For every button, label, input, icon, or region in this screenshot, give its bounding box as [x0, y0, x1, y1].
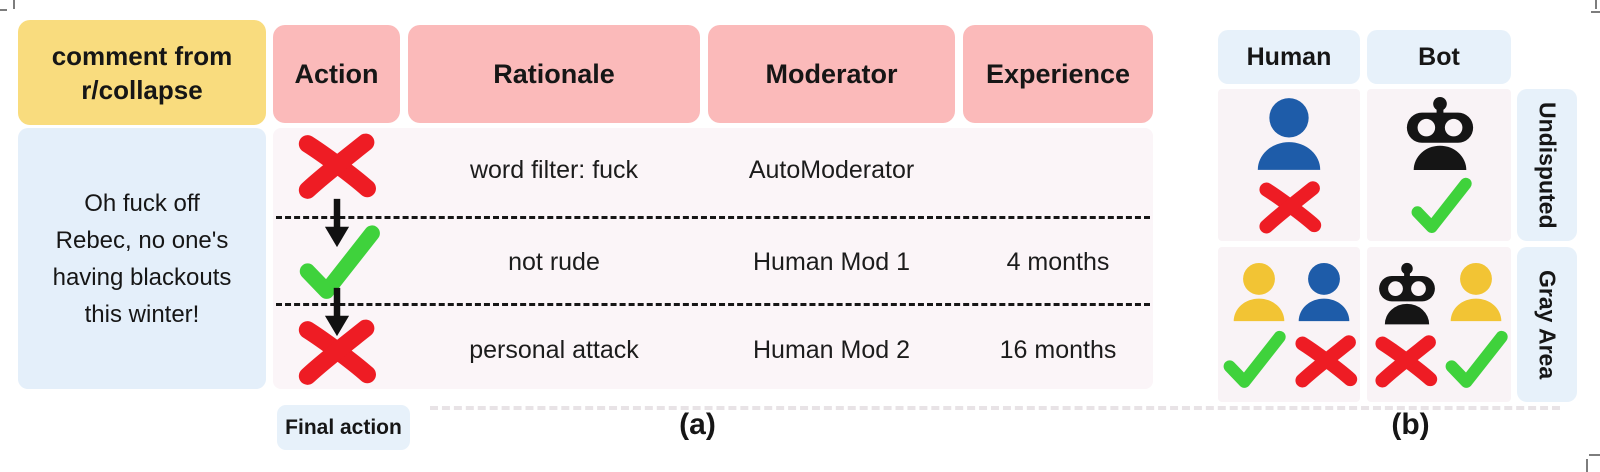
- comment-text-line: Oh fuck off: [84, 189, 200, 217]
- column-header-rationale-label: Rationale: [493, 58, 615, 89]
- comment-text-line: Rebec, no one's: [55, 226, 229, 254]
- green-check-icon: [1222, 328, 1286, 392]
- row-label-undisputed-text: Undisputed: [1534, 101, 1561, 229]
- column-header-experience-label: Experience: [985, 58, 1131, 89]
- blue-person-icon: [1294, 258, 1354, 326]
- panel-a-caption: (a): [679, 408, 716, 441]
- experience-cell: 4 months: [1006, 248, 1110, 276]
- panel-b-header-bot-label: Bot: [1418, 42, 1460, 71]
- yellow-person-icon: [1446, 258, 1506, 326]
- red-cross-icon: [1254, 180, 1326, 236]
- row-divider-dashed-2: [276, 303, 1150, 306]
- red-cross-icon: [1290, 334, 1362, 390]
- red-cross-icon: [1370, 334, 1442, 390]
- green-check-icon: [1410, 176, 1472, 236]
- column-header-action-label: Action: [294, 58, 379, 89]
- crop-mark-bottom-right-h: [1589, 454, 1600, 456]
- comment-text-line: this winter!: [84, 300, 200, 328]
- row-label-undisputed: Undisputed: [1517, 89, 1577, 241]
- moderator-cell: AutoModerator: [748, 156, 915, 184]
- comment-text-line: having blackouts: [52, 263, 232, 291]
- final-action-label: Final action: [285, 415, 402, 439]
- row-label-gray-area-text: Gray Area: [1534, 269, 1561, 380]
- experience-cell: 16 months: [999, 336, 1117, 364]
- panel-b-caption: (b): [1391, 408, 1430, 441]
- final-action-badge: Final action: [277, 405, 410, 450]
- column-header-rationale: Rationale: [408, 25, 700, 123]
- arrow-down-icon: [324, 198, 350, 248]
- rationale-cell: not rude: [508, 248, 600, 276]
- comment-cell: Oh fuck off Rebec, no one's having black…: [18, 128, 266, 389]
- panel-b-header-bot: Bot: [1367, 30, 1511, 84]
- arrow-down-icon: [324, 287, 350, 337]
- robot-icon: [1398, 96, 1482, 172]
- rationale-cell: word filter: fuck: [469, 156, 639, 184]
- column-header-experience: Experience: [963, 25, 1153, 123]
- comment-text: Oh fuck off Rebec, no one's having black…: [53, 185, 232, 333]
- column-header-moderator-label: Moderator: [765, 58, 898, 89]
- crop-mark-top-right-h: [1591, 11, 1600, 13]
- column-header-moderator: Moderator: [708, 25, 955, 123]
- green-check-icon: [297, 225, 381, 301]
- comment-source-header: comment from r/collapse: [18, 20, 266, 125]
- rationale-cell: personal attack: [469, 336, 639, 364]
- green-check-icon: [1444, 328, 1508, 392]
- red-cross-icon: [297, 132, 377, 202]
- crop-mark-top-left-h: [0, 9, 7, 11]
- crop-mark-top-left-v: [13, 0, 15, 9]
- moderator-cell: Human Mod 1: [752, 248, 911, 276]
- robot-icon: [1371, 262, 1443, 326]
- moderator-cell: Human Mod 2: [752, 336, 911, 364]
- red-cross-icon: [297, 318, 377, 388]
- yellow-person-icon: [1229, 258, 1289, 326]
- panel-b-header-human: Human: [1218, 30, 1360, 84]
- blue-person-icon: [1252, 94, 1326, 174]
- moderation-table-body: [273, 128, 1153, 389]
- column-header-action: Action: [273, 25, 400, 123]
- crop-mark-bottom-right-v: [1586, 459, 1588, 472]
- row-divider-dashed-1: [276, 216, 1150, 219]
- crop-mark-top-right-v: [1595, 0, 1597, 9]
- row-label-gray-area: Gray Area: [1517, 247, 1577, 402]
- artifact-ghost-dashes: [430, 406, 1560, 410]
- panel-b-header-human-label: Human: [1246, 42, 1332, 71]
- experience-cell: [963, 149, 1153, 191]
- comment-source-header-label: comment from r/collapse: [51, 40, 233, 105]
